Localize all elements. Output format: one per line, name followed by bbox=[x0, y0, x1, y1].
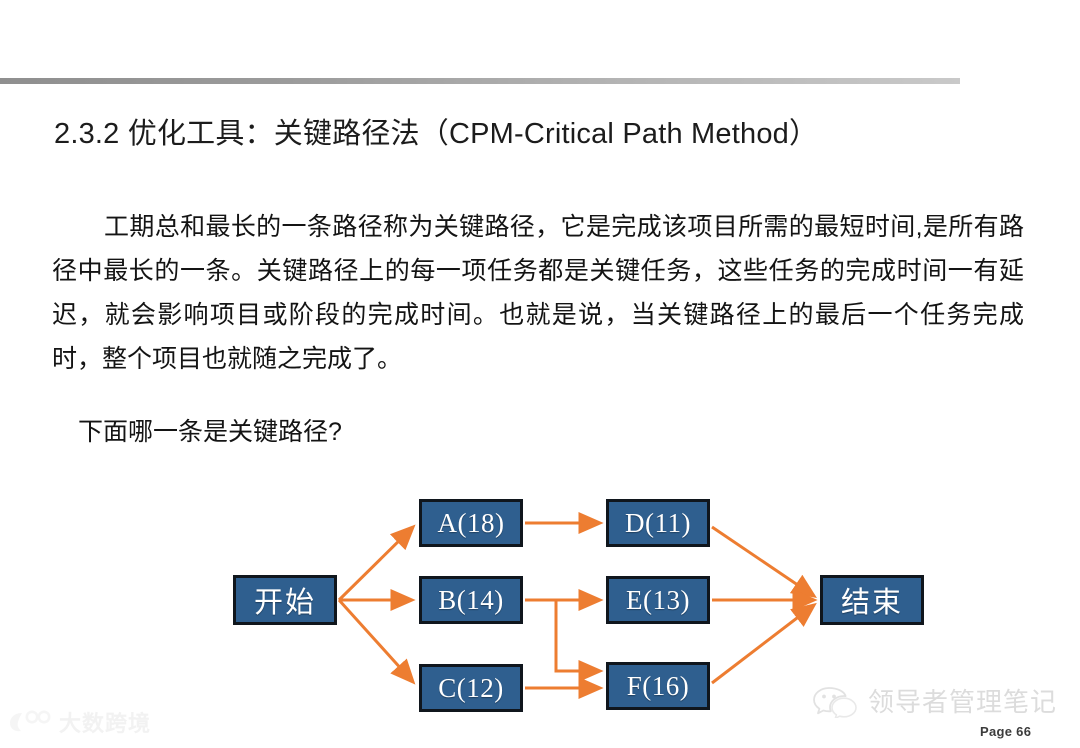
watermark-right-text: 领导者管理笔记 bbox=[868, 687, 1058, 717]
node-label: E(13) bbox=[626, 584, 690, 615]
edge-F-end bbox=[711, 602, 817, 685]
edge-start-C bbox=[337, 598, 416, 685]
wechat-icon bbox=[813, 686, 857, 718]
header-divider-rule bbox=[0, 78, 960, 84]
watermark-dashujingjing: 大数跨境 bbox=[8, 706, 151, 738]
node-label: B(14) bbox=[438, 584, 504, 615]
node-label: 结束 bbox=[840, 587, 903, 619]
edge-B-F bbox=[554, 600, 604, 683]
dashu-logo-icon bbox=[10, 710, 51, 732]
watermark-left-text: 大数跨境 bbox=[59, 711, 152, 736]
node-start[interactable]: 开始 bbox=[233, 575, 337, 625]
node-end[interactable]: 结束 bbox=[820, 575, 924, 625]
node-task-a[interactable]: A(18) bbox=[419, 499, 523, 547]
node-task-e[interactable]: E(13) bbox=[606, 576, 710, 624]
node-label: 开始 bbox=[253, 587, 316, 619]
page-number: Page 66 bbox=[980, 724, 1032, 739]
node-task-f[interactable]: F(16) bbox=[606, 662, 710, 710]
node-task-b[interactable]: B(14) bbox=[419, 576, 523, 624]
watermark-wechat-account: 领导者管理笔记 bbox=[812, 682, 1057, 719]
node-label: A(18) bbox=[437, 507, 505, 538]
edge-D-end bbox=[711, 525, 817, 599]
page-title: 2.3.2 优化工具：关键路径法（CPM-Critical Path Metho… bbox=[54, 118, 819, 150]
node-label: D(11) bbox=[625, 507, 691, 538]
node-label: F(16) bbox=[626, 670, 690, 701]
question-text: 下面哪一条是关键路径? bbox=[78, 418, 342, 446]
node-label: C(12) bbox=[438, 672, 504, 703]
node-task-d[interactable]: D(11) bbox=[606, 499, 710, 547]
edge-start-A bbox=[337, 524, 416, 602]
body-paragraph: 工期总和最长的一条路径称为关键路径，它是完成该项目所需的最短时间,是所有路径中最… bbox=[52, 213, 1024, 373]
node-task-c[interactable]: C(12) bbox=[419, 664, 523, 712]
